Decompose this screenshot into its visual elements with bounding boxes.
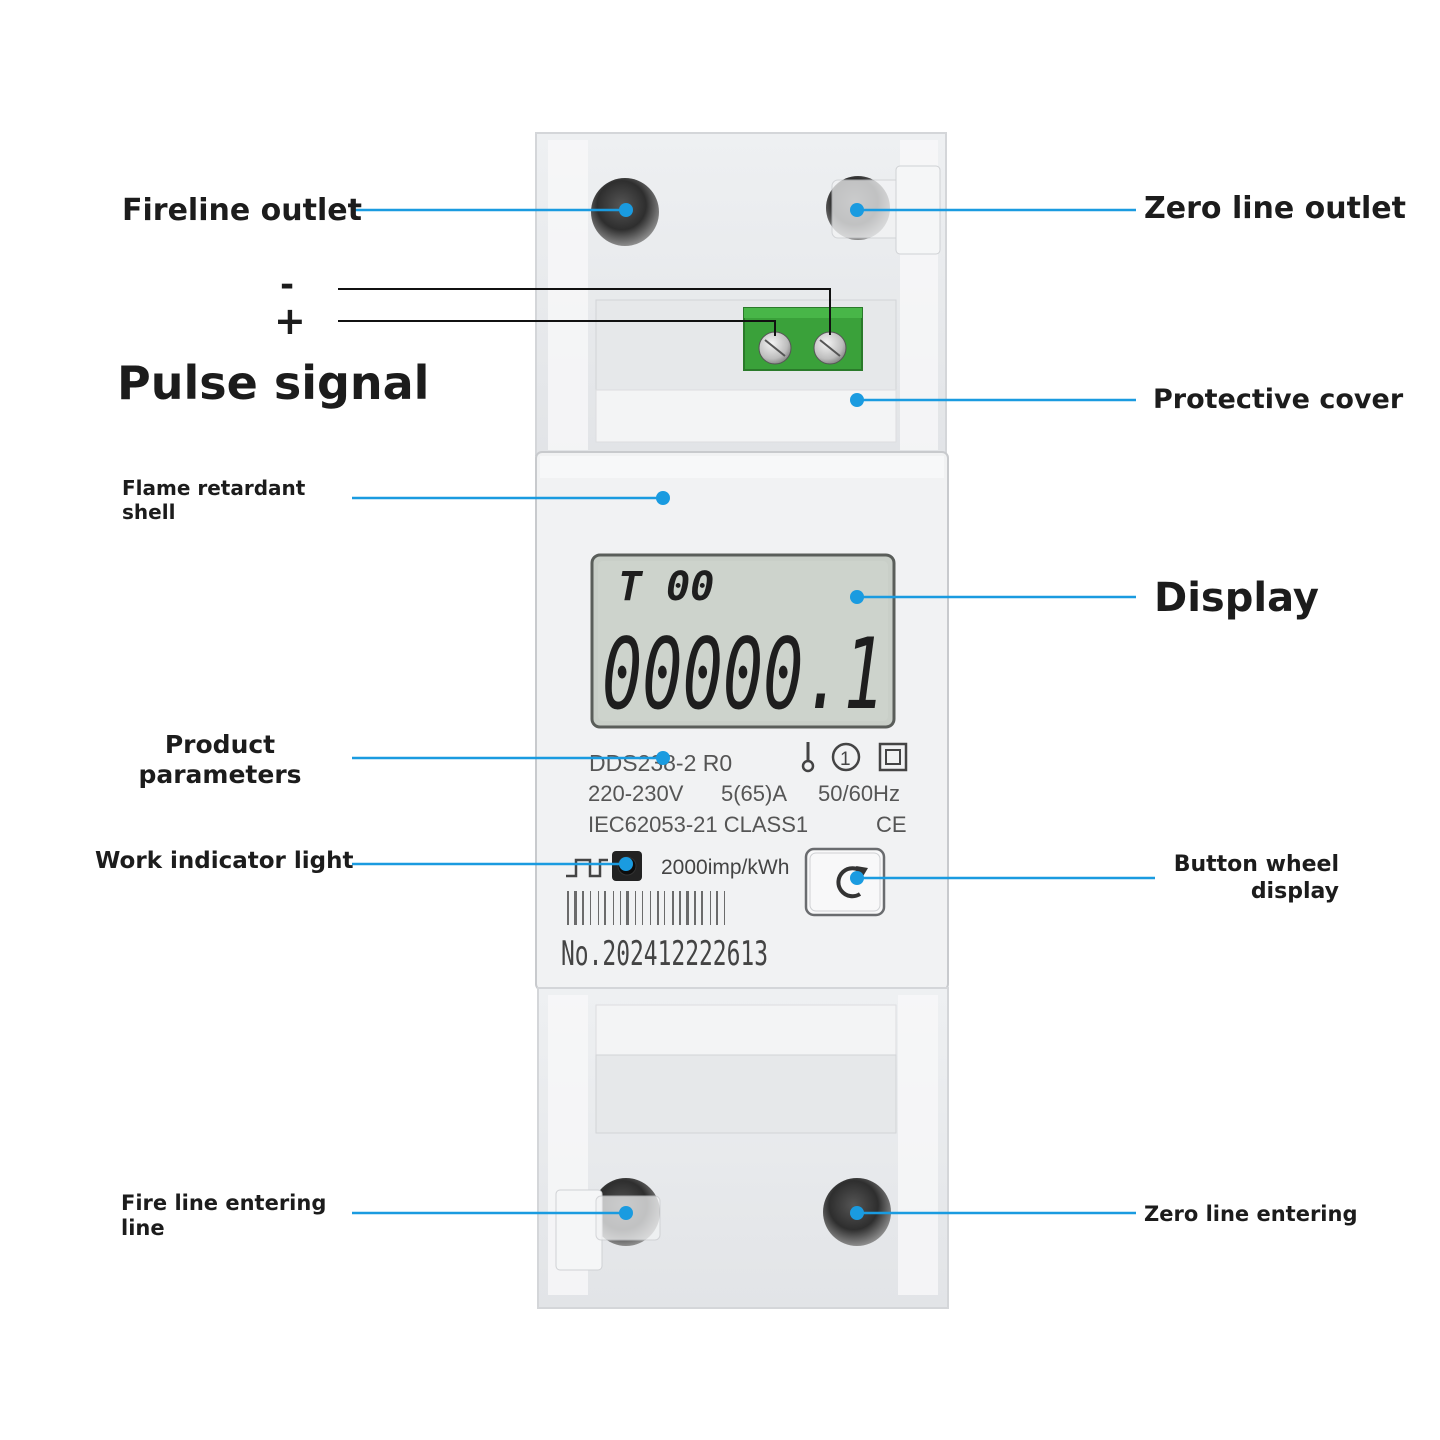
pulse-waveform-icon — [566, 858, 608, 878]
leader-lines — [352, 208, 1155, 1215]
label-display: Display — [1154, 575, 1319, 621]
label-flame-retardant-shell: Flame retardant shell — [122, 476, 306, 525]
rating-voltage-text: 220-230V — [588, 781, 684, 806]
label-pulse-plus: + — [274, 299, 306, 343]
lower-terminal-cover — [537, 987, 949, 1309]
label-button-wheel-display: Button wheel display — [1173, 852, 1339, 904]
label-work-indicator-light: Work indicator light — [95, 848, 354, 874]
rating-frequency-text: 50/60Hz — [818, 781, 900, 806]
label-fireline-outlet: Fireline outlet — [122, 193, 362, 228]
rotate-arrow-icon — [836, 866, 868, 899]
lcd-display — [590, 553, 896, 729]
ce-mark: CE — [876, 812, 907, 837]
leader-dots — [619, 203, 864, 1220]
pulse-constant-text: 2000imp/kWh — [661, 856, 789, 879]
pulse-signal-terminal-block — [743, 307, 863, 371]
pulse-wires — [338, 288, 831, 336]
class-mark-digit: 1 — [840, 749, 851, 770]
label-protective-cover: Protective cover — [1153, 384, 1404, 415]
thermometer-icon — [801, 742, 815, 773]
serial-number-text: No.202412222613 — [561, 934, 768, 974]
lcd-mode-text: T 00 — [618, 564, 714, 610]
label-pulse-minus: - — [280, 265, 295, 305]
label-pulse-signal: Pulse signal — [117, 356, 430, 410]
class-mark-icon: 1 — [831, 742, 861, 772]
label-product-parameters: Product parameters — [138, 730, 302, 789]
label-zero-line-outlet: Zero line outlet — [1144, 191, 1406, 226]
standard-text: IEC62053-21 CLASS1 — [588, 812, 808, 837]
zero-line-outlet-terminal — [826, 165, 941, 255]
display-scroll-button[interactable] — [804, 847, 886, 917]
rating-current-text: 5(65)A — [721, 781, 787, 806]
lcd-reading-text: 00000.1 — [602, 618, 884, 732]
serial-barcode — [567, 891, 725, 925]
double-insulation-icon — [878, 742, 908, 772]
label-zero-line-entering: Zero line entering — [1144, 1202, 1358, 1226]
label-fire-line-entering: Fire line entering line — [121, 1191, 327, 1241]
